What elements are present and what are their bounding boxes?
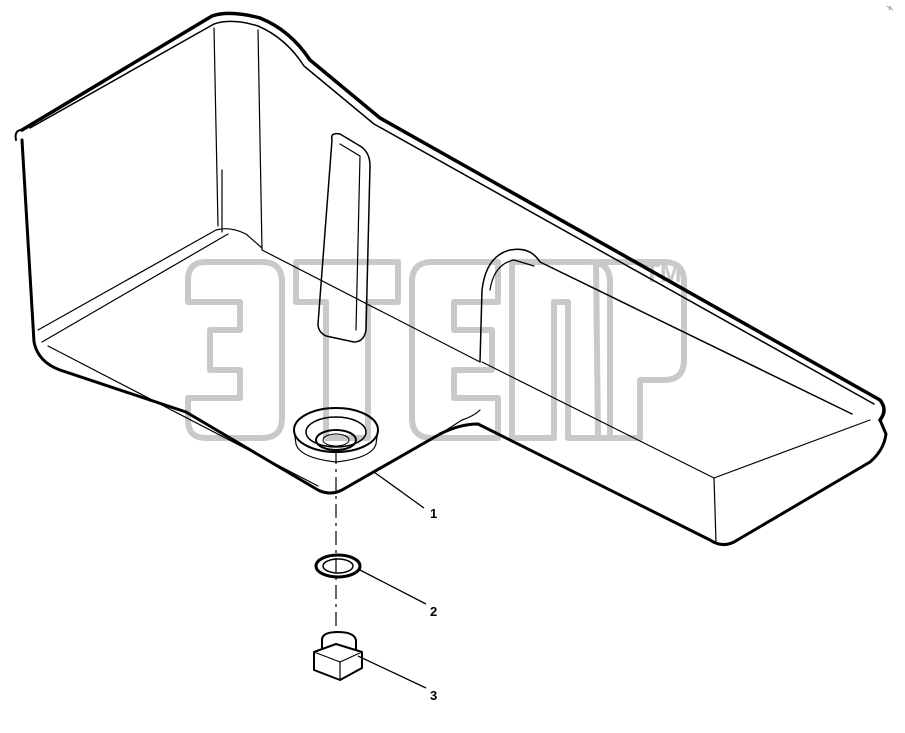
leader-2 (359, 569, 427, 605)
drain-plug (313, 631, 363, 681)
leader-1 (373, 471, 425, 509)
callout-3: 3 (430, 688, 437, 703)
etep-logo-watermark: TM (185, 258, 687, 441)
leader-3 (357, 655, 427, 689)
oil-pan-drawing (14, 11, 888, 547)
callout-1: 1 (430, 506, 437, 521)
callout-2: 2 (430, 604, 437, 619)
callout-leaders (357, 471, 427, 689)
corner-mark-icon (886, 5, 894, 11)
seal-ring (314, 553, 362, 579)
